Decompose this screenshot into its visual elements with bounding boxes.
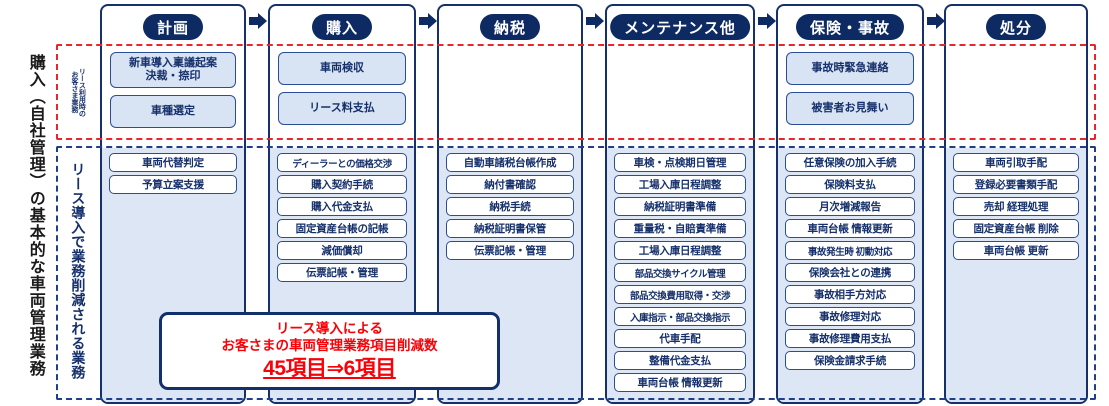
reduced-task-box[interactable]: ディーラーとの価格交渉 xyxy=(277,153,407,172)
reduced-task-box[interactable]: 部品交換費用取得・交渉 xyxy=(614,285,746,304)
customer-zone-label-line1: リース利用時の xyxy=(78,67,86,117)
column-header-plan[interactable]: 計画 xyxy=(142,14,204,40)
reduced-task-box[interactable]: 整備代金支払 xyxy=(614,351,746,370)
column-header-tax[interactable]: 納税 xyxy=(479,14,541,40)
reduced-tasks-zone-maintenance: 車検・点検期日管理工場入庫日程調整納税証明書準備重量税・自賠責準備工場入庫日程調… xyxy=(607,148,753,402)
reduced-task-box[interactable]: 固定資産台帳の記帳 xyxy=(277,219,407,238)
column-header-disposal[interactable]: 処分 xyxy=(985,14,1047,40)
reduced-zone-label-text: リース導入で業務削減される業務 xyxy=(70,162,87,380)
column-header-insurance[interactable]: 保険・事故 xyxy=(795,14,905,40)
arrow-shaft xyxy=(249,17,259,25)
customer-zone-label: リース利用時の お客さま業務 xyxy=(60,48,96,136)
reduced-task-box[interactable]: 任意保険の加入手続 xyxy=(785,153,915,172)
arrow-head xyxy=(767,13,776,29)
right-arrow-icon xyxy=(419,13,437,29)
column-header-purchase[interactable]: 購入 xyxy=(311,14,373,40)
reduced-task-box[interactable]: 売却 経理処理 xyxy=(953,197,1079,216)
arrow-head xyxy=(936,13,945,29)
arrow-head xyxy=(595,13,604,29)
arrow-shaft xyxy=(927,17,937,25)
customer-zone-label-line2: お客さま業務 xyxy=(71,71,78,113)
customer-tasks-zone-plan: 新車導入稟議起案 決裁・捺印車種選定 xyxy=(102,46,244,148)
reduced-task-box[interactable]: 事故修理対応 xyxy=(785,307,915,326)
process-column-purchase: 購入車両検収リース料支払ディーラーとの価格交渉購入契約手続購入代金支払固定資産台… xyxy=(268,4,416,404)
right-arrow-icon xyxy=(249,13,267,29)
reduced-task-box[interactable]: 車両代替判定 xyxy=(109,153,237,172)
reduced-task-box[interactable]: 車両引取手配 xyxy=(953,153,1079,172)
reduced-task-box[interactable]: 代車手配 xyxy=(614,329,746,348)
reduced-task-box[interactable]: 納税証明書準備 xyxy=(614,197,746,216)
arrow-head xyxy=(258,13,267,29)
arrow-shaft xyxy=(586,17,596,25)
right-arrow-icon xyxy=(758,13,776,29)
reduced-task-box[interactable]: 車両台帳 更新 xyxy=(953,241,1079,260)
process-column-tax: 納税自動車諸税台帳作成納付書確認納税手続納税証明書保管伝票記帳・管理 xyxy=(437,4,583,404)
reduced-task-box[interactable]: 工場入庫日程調整 xyxy=(614,175,746,194)
reduced-task-box[interactable]: 部品交換サイクル管理 xyxy=(614,263,746,282)
savings-callout-line1: リース導入による xyxy=(276,321,383,337)
reduced-task-box[interactable]: 車両台帳 情報更新 xyxy=(785,219,915,238)
reduced-task-box[interactable]: 購入契約手続 xyxy=(277,175,407,194)
reduced-task-box[interactable]: 伝票記帳・管理 xyxy=(446,241,574,260)
process-column-disposal: 処分車両引取手配登録必要書類手配売却 経理処理固定資産台帳 削除車両台帳 更新 xyxy=(944,4,1088,404)
reduced-task-box[interactable]: 工場入庫日程調整 xyxy=(614,241,746,260)
customer-tasks-zone-purchase: 車両検収リース料支払 xyxy=(270,46,414,148)
reduced-task-box[interactable]: 月次増減報告 xyxy=(785,197,915,216)
reduced-tasks-zone-insurance: 任意保険の加入手続保険料支払月次増減報告車両台帳 情報更新事故発生時 初動対応保… xyxy=(778,148,922,402)
column-header-maintenance[interactable]: メンテナンス他 xyxy=(610,14,750,40)
reduced-task-box[interactable]: 納税証明書保管 xyxy=(446,219,574,238)
savings-callout-figure: 45項目⇒6項目 xyxy=(263,356,396,380)
customer-tasks-zone-tax xyxy=(439,46,581,148)
customer-task-box[interactable]: 車種選定 xyxy=(110,95,236,128)
right-arrow-icon xyxy=(586,13,604,29)
arrow-shaft xyxy=(758,17,768,25)
reduced-task-box[interactable]: 減価償却 xyxy=(277,241,407,260)
savings-callout: リース導入による お客さまの車両管理業務項目削減数 45項目⇒6項目 xyxy=(159,312,500,390)
reduced-task-box[interactable]: 保険金請求手続 xyxy=(785,351,915,370)
right-arrow-icon xyxy=(927,13,945,29)
customer-task-box[interactable]: 新車導入稟議起案 決裁・捺印 xyxy=(110,52,236,88)
reduced-task-box[interactable]: 納付書確認 xyxy=(446,175,574,194)
reduced-task-box[interactable]: 事故相手方対応 xyxy=(785,285,915,304)
reduced-task-box[interactable]: 予算立案支援 xyxy=(109,175,237,194)
reduced-task-box[interactable]: 事故修理費用支払 xyxy=(785,329,915,348)
outer-category-label: 購入（自社管理）の基本的な車両管理業務 xyxy=(26,53,44,377)
reduced-task-box[interactable]: 購入代金支払 xyxy=(277,197,407,216)
process-column-plan: 計画新車導入稟議起案 決裁・捺印車種選定車両代替判定予算立案支援 xyxy=(100,4,246,404)
reduced-task-box[interactable]: 車検・点検期日管理 xyxy=(614,153,746,172)
reduced-task-box[interactable]: 保険会社との連携 xyxy=(785,263,915,282)
reduced-zone-label: リース導入で業務削減される業務 xyxy=(60,146,96,396)
customer-tasks-zone-maintenance xyxy=(607,46,753,148)
arrow-head xyxy=(428,13,437,29)
savings-callout-line2: お客さまの車両管理業務項目削減数 xyxy=(221,337,438,353)
reduced-task-box[interactable]: 伝票記帳・管理 xyxy=(277,263,407,282)
reduced-task-box[interactable]: 事故発生時 初動対応 xyxy=(785,241,915,260)
reduced-tasks-zone-disposal: 車両引取手配登録必要書類手配売却 経理処理固定資産台帳 削除車両台帳 更新 xyxy=(946,148,1086,402)
customer-task-box[interactable]: リース料支払 xyxy=(278,92,406,125)
customer-task-box[interactable]: 事故時緊急連絡 xyxy=(786,52,914,85)
reduced-task-box[interactable]: 納税手続 xyxy=(446,197,574,216)
process-column-insurance: 保険・事故事故時緊急連絡被害者お見舞い任意保険の加入手続保険料支払月次増減報告車… xyxy=(776,4,924,404)
customer-task-box[interactable]: 被害者お見舞い xyxy=(786,92,914,125)
reduced-task-box[interactable]: 入庫指示・部品交換指示 xyxy=(614,307,746,326)
arrow-shaft xyxy=(419,17,429,25)
customer-tasks-zone-insurance: 事故時緊急連絡被害者お見舞い xyxy=(778,46,922,148)
reduced-task-box[interactable]: 保険料支払 xyxy=(785,175,915,194)
reduced-task-box[interactable]: 重量税・自賠責準備 xyxy=(614,219,746,238)
reduced-task-box[interactable]: 自動車諸税台帳作成 xyxy=(446,153,574,172)
process-column-maintenance: メンテナンス他車検・点検期日管理工場入庫日程調整納税証明書準備重量税・自賠責準備… xyxy=(605,4,755,404)
reduced-task-box[interactable]: 車両台帳 情報更新 xyxy=(614,373,746,392)
reduced-task-box[interactable]: 固定資産台帳 削除 xyxy=(953,219,1079,238)
customer-task-box[interactable]: 車両検収 xyxy=(278,52,406,85)
reduced-task-box[interactable]: 登録必要書類手配 xyxy=(953,175,1079,194)
customer-tasks-zone-disposal xyxy=(946,46,1086,148)
